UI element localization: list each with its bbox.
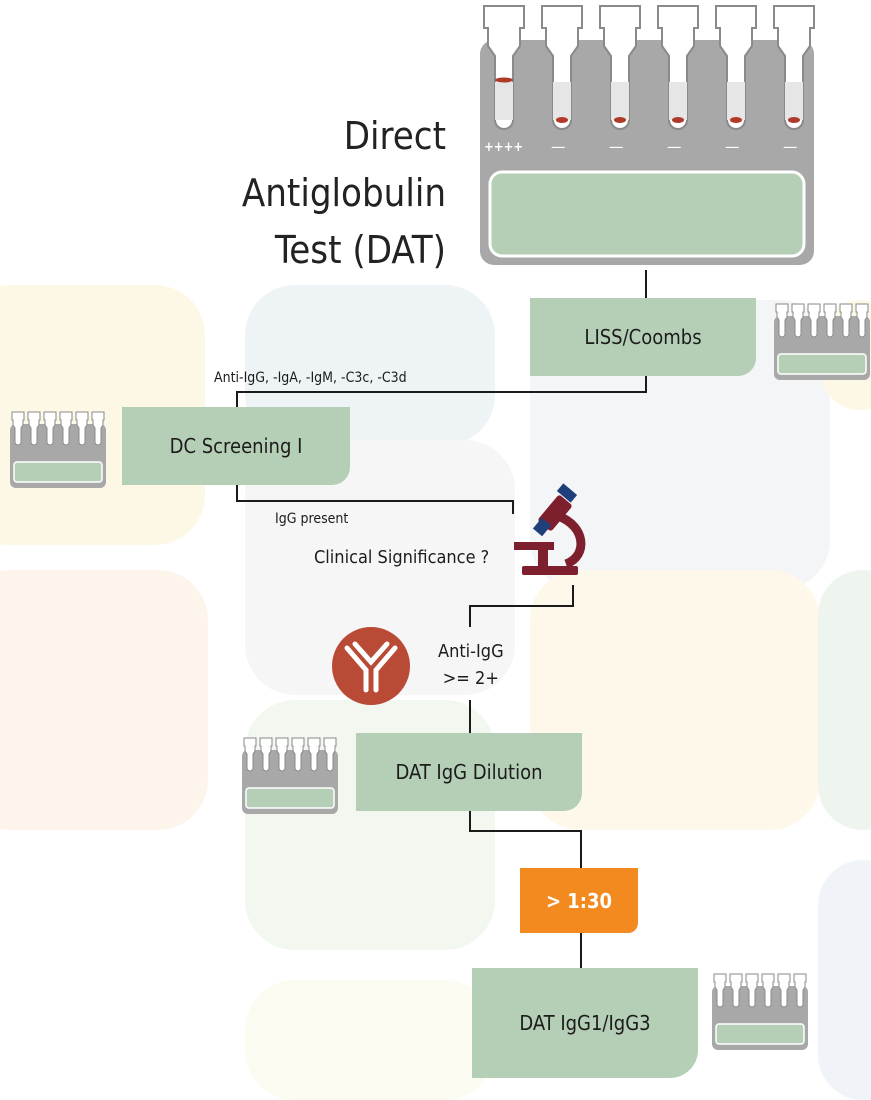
dc-screening-node: DC Screening I (122, 407, 350, 485)
tube-cells-5 (730, 117, 742, 123)
small-tube (791, 303, 805, 338)
bg-tile-6 (0, 570, 208, 830)
connector-antisera-h (236, 391, 647, 393)
small-tube (59, 411, 73, 446)
small-card-label (13, 461, 103, 483)
small-tube (823, 303, 837, 338)
tube-6 (773, 5, 815, 130)
clinical-significance-label: Clinical Significance ? (314, 547, 490, 568)
gel-card-small-icon (774, 303, 870, 380)
connector-micro-h (469, 605, 574, 607)
small-tube (729, 973, 743, 1008)
card-reaction-1: ++++ (484, 140, 524, 155)
tube-liquid-6 (785, 82, 803, 120)
card-reaction-6: — (783, 137, 798, 156)
connector-antiigg-down (469, 700, 471, 734)
title-line-2: Antiglobulin (241, 171, 446, 215)
small-tube (75, 411, 89, 446)
liss-coombs-node: LISS/Coombs (530, 298, 756, 376)
connector-antisera-down (236, 391, 238, 407)
small-tube (275, 737, 289, 772)
small-tube (761, 973, 775, 1008)
connector-liss-down (645, 375, 647, 393)
bg-tile-11 (245, 980, 495, 1100)
bg-tile-10 (818, 860, 871, 1100)
tube-cells-6 (788, 117, 800, 123)
tube-cells-1 (495, 77, 513, 83)
small-card-label (777, 353, 867, 375)
card-reaction-3: — (609, 137, 624, 156)
small-tube (259, 737, 273, 772)
anti-igg-line-1: Anti-IgG (438, 641, 504, 662)
tube-liquid-4 (669, 82, 687, 120)
gel-card-small-icon (10, 411, 106, 488)
tube-liquid-2 (553, 82, 571, 120)
threshold-node: > 1:30 (520, 868, 638, 933)
connector-igg-down (512, 500, 514, 514)
connector-card-liss (645, 270, 647, 298)
small-tube (775, 303, 789, 338)
tube-liquid-3 (611, 82, 629, 120)
card-reaction-2: — (551, 137, 566, 156)
tube-liquid-1 (495, 82, 513, 120)
anti-igg-line-2: >= 2+ (442, 668, 499, 689)
connector-threshold-down (580, 932, 582, 968)
gel-card-icon (480, 5, 815, 265)
gel-card-small-icon (242, 737, 338, 814)
card-reaction-5: — (725, 137, 740, 156)
small-tube (27, 411, 41, 446)
small-tube (777, 973, 791, 1008)
tube-5 (715, 5, 757, 130)
small-tube (91, 411, 105, 446)
tube-1 (483, 5, 525, 130)
small-tube (323, 737, 337, 772)
connector-dilution-down (469, 810, 471, 832)
tube-2 (541, 5, 583, 130)
igg-present-label: IgG present (275, 511, 349, 527)
connector-micro-down (572, 585, 574, 607)
tube-cells-3 (614, 117, 626, 123)
dat-igg-dilution-node: DAT IgG Dilution (356, 733, 582, 811)
connector-igg-h (236, 500, 514, 502)
small-tube (807, 303, 821, 338)
small-tube (43, 411, 57, 446)
title-line-3: Test (DAT) (274, 228, 446, 272)
anti-igg-label: Anti-IgG >= 2+ (438, 638, 504, 692)
page-title: Direct Antiglobulin Test (DAT) (242, 108, 446, 279)
small-tube (291, 737, 305, 772)
small-tube (243, 737, 257, 772)
small-card-label (245, 787, 335, 809)
title-line-1: Direct (343, 114, 446, 158)
antisera-label: Anti-IgG, -IgA, -IgM, -C3c, -C3d (214, 370, 407, 386)
small-tube (745, 973, 759, 1008)
small-tube (307, 737, 321, 772)
small-tube (713, 973, 727, 1008)
small-tube (11, 411, 25, 446)
bg-tile-8 (818, 570, 871, 830)
tube-cells-2 (556, 117, 568, 123)
connector-micro-left-down (469, 605, 471, 627)
connector-dc-down (236, 484, 238, 502)
tube-4 (657, 5, 699, 130)
tube-cells-4 (672, 117, 684, 123)
small-tube (793, 973, 807, 1008)
tube-3 (599, 5, 641, 130)
gel-card-small-icon (712, 973, 808, 1050)
small-card-label (715, 1023, 805, 1045)
small-tube (855, 303, 869, 338)
card-reaction-4: — (667, 137, 682, 156)
connector-dilution-h (469, 830, 582, 832)
microscope-icon (514, 483, 586, 575)
connector-threshold-up (580, 830, 582, 868)
tube-liquid-5 (727, 82, 745, 120)
dat-igg1-igg3-node: DAT IgG1/IgG3 (472, 968, 698, 1078)
small-tube (839, 303, 853, 338)
antibody-icon (332, 627, 410, 705)
